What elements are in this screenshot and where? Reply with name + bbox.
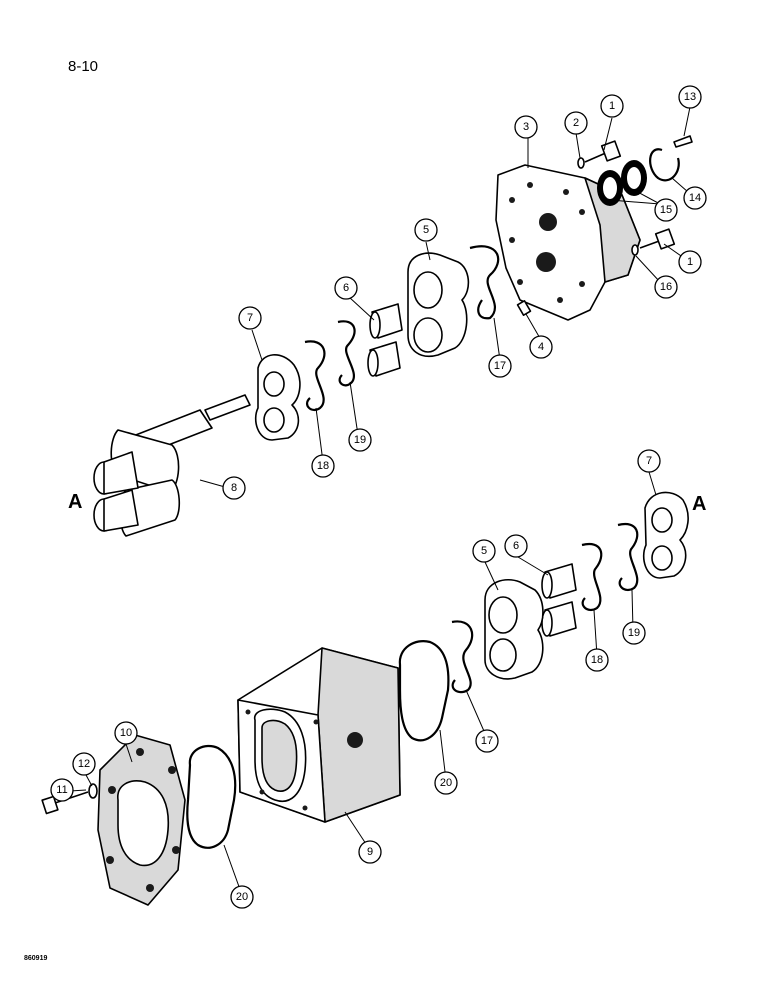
svg-text:9: 9 [367,846,373,858]
callout-9: 9 [358,840,382,864]
cap-screw-lower [639,228,676,250]
callout-2: 2 [564,111,588,135]
callout-11: 11 [50,778,74,802]
cap-screw-upper [584,140,622,163]
svg-text:20: 20 [440,777,452,789]
svg-text:4: 4 [538,341,544,353]
callout-20-right: 20 [434,771,458,795]
callout-5-lower: 5 [472,539,496,563]
bearing-block-lower [484,578,544,680]
callout-8: 8 [222,476,246,500]
callout-5-upper: 5 [414,218,438,242]
washer-2 [577,157,585,169]
svg-text:8: 8 [231,482,237,494]
callout-15: 15 [654,198,678,222]
wire-seal-upper [469,245,500,320]
seal-18-upper [304,340,326,412]
callout-18-lower: 18 [585,648,609,672]
svg-text:20: 20 [236,891,248,903]
callout-19-lower: 19 [622,621,646,645]
svg-text:3: 3 [523,121,529,133]
seal-19-upper [337,320,356,387]
svg-text:17: 17 [481,735,493,747]
callout-1-upper: 1 [600,94,624,118]
wire-seal-lower [451,620,474,694]
svg-text:16: 16 [660,281,672,293]
svg-text:18: 18 [591,654,603,666]
callout-6-lower: 6 [504,534,528,558]
svg-text:7: 7 [247,312,253,324]
bushings-upper [367,303,403,377]
o-ring-left [186,744,237,849]
snap-ring-14 [649,148,680,182]
svg-text:13: 13 [684,91,696,103]
callout-20-left: 20 [230,885,254,909]
svg-text:17: 17 [494,360,506,372]
svg-text:15: 15 [660,204,672,216]
ref-letter-a-right: A [692,493,706,515]
end-cover [97,734,186,906]
page-number: 8-10 [68,58,99,75]
svg-text:7: 7 [646,455,652,467]
svg-text:19: 19 [354,434,366,446]
o-ring-right [398,640,450,742]
dowel-pin [516,300,532,316]
bearing-block-upper [407,252,470,357]
callout-12: 12 [72,752,96,776]
ref-letter-a-left: A [68,491,82,513]
svg-text:10: 10 [120,727,132,739]
washer-12 [88,783,98,799]
callout-17-lower: 17 [475,729,499,753]
svg-text:5: 5 [481,545,487,557]
svg-text:11: 11 [56,784,67,796]
key-13 [673,135,693,148]
callout-16: 16 [654,275,678,299]
svg-text:2: 2 [573,117,579,129]
svg-text:14: 14 [689,192,701,204]
seal-19-lower [617,522,639,592]
wear-plate-upper [254,354,301,441]
washer-16 [631,244,639,256]
callout-14: 14 [683,186,707,210]
callout-7-lower: 7 [637,449,661,473]
callout-19-upper: 19 [348,428,372,452]
shaft-seals [597,160,647,206]
seal-18-lower [581,542,603,612]
svg-text:1: 1 [609,100,615,112]
callout-17-upper: 17 [488,354,512,378]
callout-4: 4 [529,335,553,359]
svg-text:19: 19 [628,627,640,639]
svg-text:5: 5 [423,224,429,236]
figure-id: 860919 [24,955,48,962]
svg-text:6: 6 [513,540,519,552]
callout-13: 13 [678,85,702,109]
svg-text:12: 12 [78,758,90,770]
pump-body [237,647,401,823]
wear-plate-lower [642,491,689,579]
callout-1-lower: 1 [678,250,702,274]
callout-7-upper: 7 [238,306,262,330]
callout-18-upper: 18 [311,454,335,478]
gear-shaft-assembly [93,394,251,537]
svg-text:1: 1 [687,256,693,268]
callout-6-upper: 6 [334,276,358,300]
callout-3: 3 [514,115,538,139]
svg-text:6: 6 [343,282,349,294]
svg-text:18: 18 [317,460,329,472]
callout-10: 10 [114,721,138,745]
